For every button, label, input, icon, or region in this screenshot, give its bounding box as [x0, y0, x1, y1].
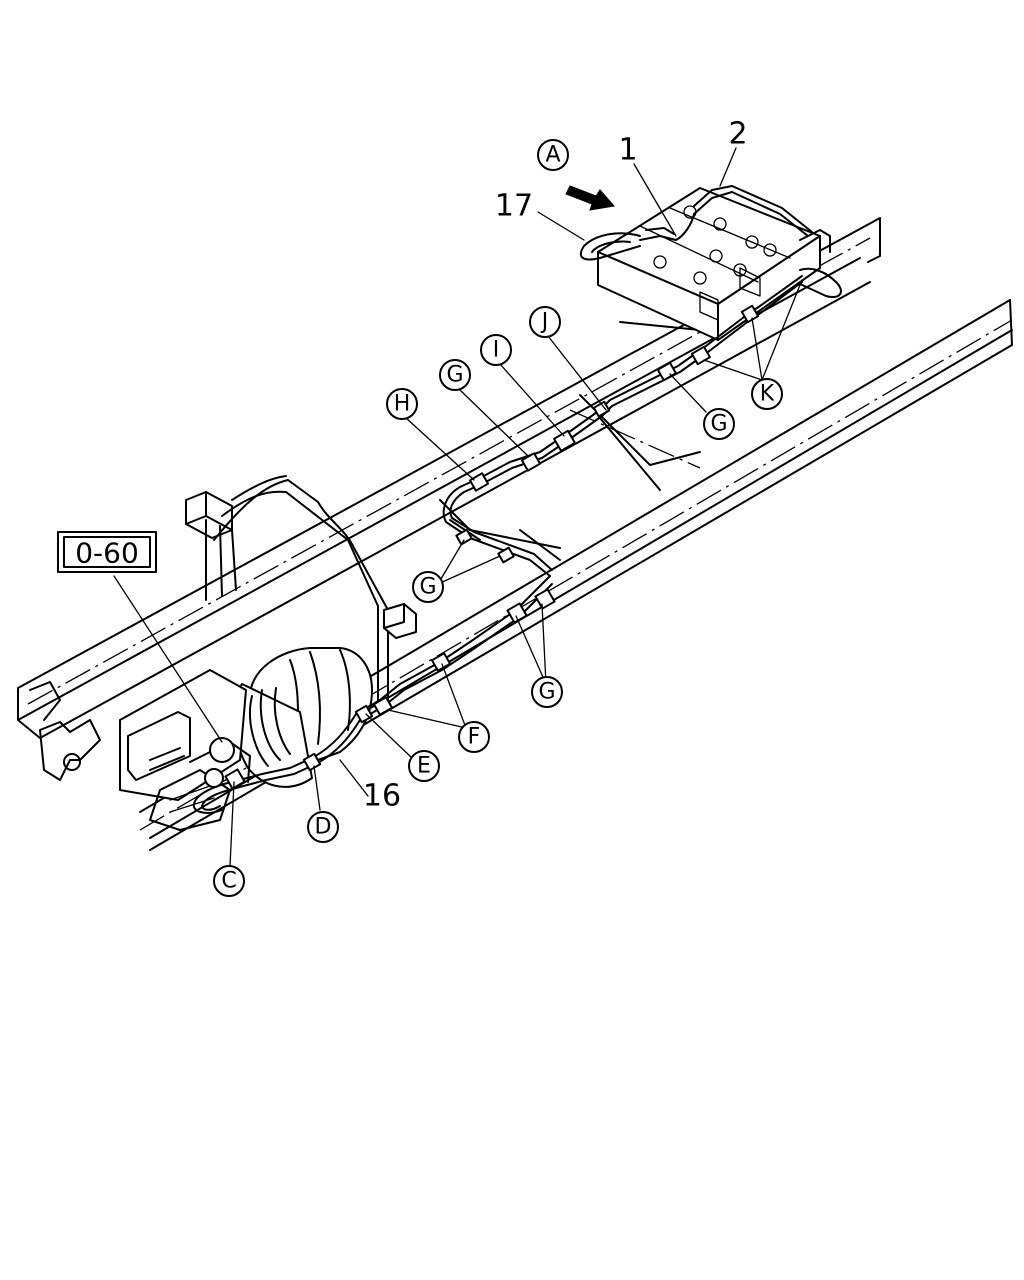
svg-text:G: G	[419, 575, 436, 600]
svg-text:H: H	[394, 392, 411, 417]
callout-g-right: G	[703, 408, 735, 440]
callout-j: J	[529, 306, 561, 338]
engine-block	[29, 669, 251, 831]
leader-lines	[113, 147, 803, 867]
svg-text:D: D	[315, 815, 332, 840]
part-number-2: 2	[728, 117, 747, 152]
svg-text:G: G	[446, 363, 463, 388]
battery-box	[597, 187, 831, 341]
callout-g-middle: G	[412, 571, 444, 603]
cab-mount-bracket	[185, 475, 417, 701]
svg-text:F: F	[468, 725, 481, 750]
callout-c: C	[213, 865, 245, 897]
harness-clips	[204, 304, 760, 790]
callout-view-a: A	[537, 139, 569, 171]
callout-d: D	[307, 811, 339, 843]
part-number-16: 16	[363, 779, 401, 814]
part-number-1: 1	[618, 133, 637, 168]
callout-i: I	[480, 334, 512, 366]
front-direction-arrow	[565, 185, 615, 211]
callout-g-lower: G	[531, 676, 563, 708]
callout-h: H	[386, 388, 418, 420]
svg-text:I: I	[493, 338, 500, 363]
callout-k: K	[751, 378, 783, 410]
reference-box: 0-60	[57, 531, 157, 573]
callout-f: F	[458, 721, 490, 753]
svg-text:A: A	[545, 143, 560, 168]
callout-e: E	[408, 750, 440, 782]
svg-text:J: J	[540, 310, 549, 335]
svg-text:E: E	[417, 754, 431, 779]
part-number-17: 17	[495, 189, 533, 224]
callout-g-upper: G	[439, 359, 471, 391]
svg-text:K: K	[760, 382, 775, 407]
svg-text:G: G	[538, 680, 555, 705]
svg-text:G: G	[710, 412, 727, 437]
reference-box-label: 0-60	[75, 537, 139, 570]
transmission-unit	[233, 647, 373, 788]
svg-text:C: C	[221, 869, 236, 894]
